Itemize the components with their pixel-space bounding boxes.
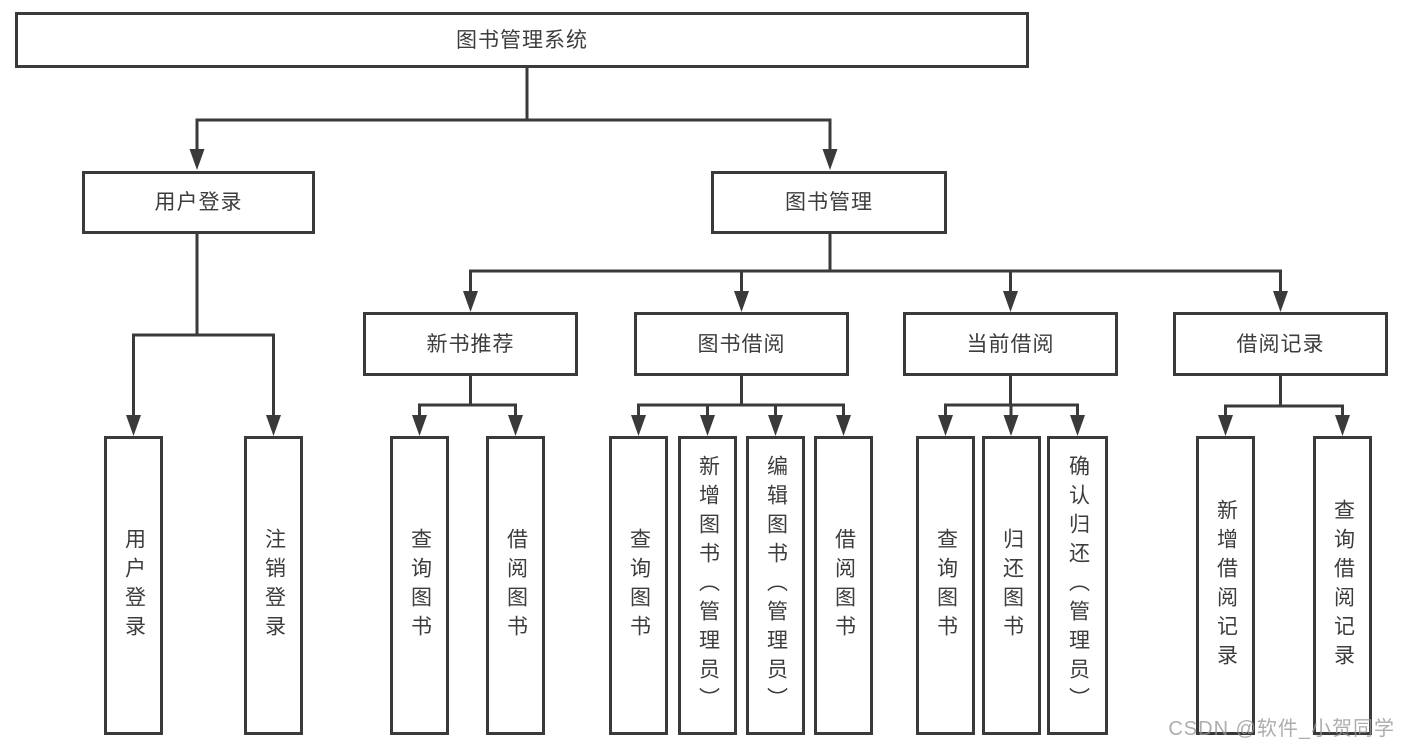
node-book-borrow-label: 图书借阅 xyxy=(697,332,786,356)
connector-borrowrecords-to-leaves xyxy=(1218,374,1350,436)
node-user-login-label: 用户登录 xyxy=(154,191,243,214)
leaf-logout-label: 注销登录 xyxy=(262,527,286,644)
leaf-newbook-query-books: 查询图书 xyxy=(390,436,449,735)
leaf-newbook-borrow-books-label: 借阅图书 xyxy=(504,527,528,644)
connector-userlogin-to-leaves xyxy=(126,232,281,436)
node-user-login: 用户登录 xyxy=(82,171,315,234)
leaf-add-books-admin-label: 新增图书（管理员） xyxy=(696,455,720,716)
leaf-return-books-label: 归还图书 xyxy=(1000,527,1024,644)
leaf-add-borrow-record: 新增借阅记录 xyxy=(1196,436,1255,735)
leaf-query-borrow-record-label: 查询借阅记录 xyxy=(1331,498,1355,673)
leaf-borrow-query-books-label: 查询图书 xyxy=(627,527,651,644)
connector-bookborrow-to-leaves xyxy=(631,374,851,436)
leaf-newbook-borrow-books: 借阅图书 xyxy=(486,436,545,735)
leaf-user-login: 用户登录 xyxy=(104,436,163,735)
node-new-book-recommend-label: 新书推荐 xyxy=(426,332,515,356)
node-book-borrow: 图书借阅 xyxy=(634,312,849,376)
node-current-borrow: 当前借阅 xyxy=(903,312,1118,376)
leaf-logout: 注销登录 xyxy=(244,436,303,735)
leaf-add-borrow-record-label: 新增借阅记录 xyxy=(1214,498,1238,673)
node-root: 图书管理系统 xyxy=(15,12,1029,68)
leaf-edit-books-admin: 编辑图书（管理员） xyxy=(746,436,805,735)
connector-newbookrec-to-leaves xyxy=(412,374,523,436)
leaf-confirm-return-admin-label: 确认归还（管理员） xyxy=(1066,455,1090,716)
leaf-newbook-query-books-label: 查询图书 xyxy=(408,527,432,644)
leaf-borrow-books: 借阅图书 xyxy=(814,436,873,735)
leaf-edit-books-admin-label: 编辑图书（管理员） xyxy=(764,455,788,716)
leaf-query-borrow-record: 查询借阅记录 xyxy=(1313,436,1372,735)
leaf-confirm-return-admin: 确认归还（管理员） xyxy=(1047,436,1108,735)
connector-root-to-level2 xyxy=(189,66,838,170)
node-borrow-records-label: 借阅记录 xyxy=(1236,332,1325,356)
node-borrow-records: 借阅记录 xyxy=(1173,312,1388,376)
node-new-book-recommend: 新书推荐 xyxy=(363,312,578,376)
leaf-return-books: 归还图书 xyxy=(982,436,1041,735)
csdn-watermark: CSDN @软件_小贺同学 xyxy=(1168,718,1395,740)
connector-bookmgmt-to-level3 xyxy=(463,232,1288,312)
leaf-user-login-label: 用户登录 xyxy=(122,527,146,644)
node-book-management-label: 图书管理 xyxy=(785,191,873,214)
connector-currentborrow-to-leaves xyxy=(938,374,1085,436)
leaf-borrow-query-books: 查询图书 xyxy=(609,436,668,735)
leaf-borrow-books-label: 借阅图书 xyxy=(832,527,856,644)
node-current-borrow-label: 当前借阅 xyxy=(966,332,1055,356)
leaf-current-query-books-label: 查询图书 xyxy=(934,527,958,644)
node-root-label: 图书管理系统 xyxy=(456,28,588,52)
leaf-add-books-admin: 新增图书（管理员） xyxy=(678,436,737,735)
leaf-current-query-books: 查询图书 xyxy=(916,436,975,735)
node-book-management: 图书管理 xyxy=(711,171,947,234)
